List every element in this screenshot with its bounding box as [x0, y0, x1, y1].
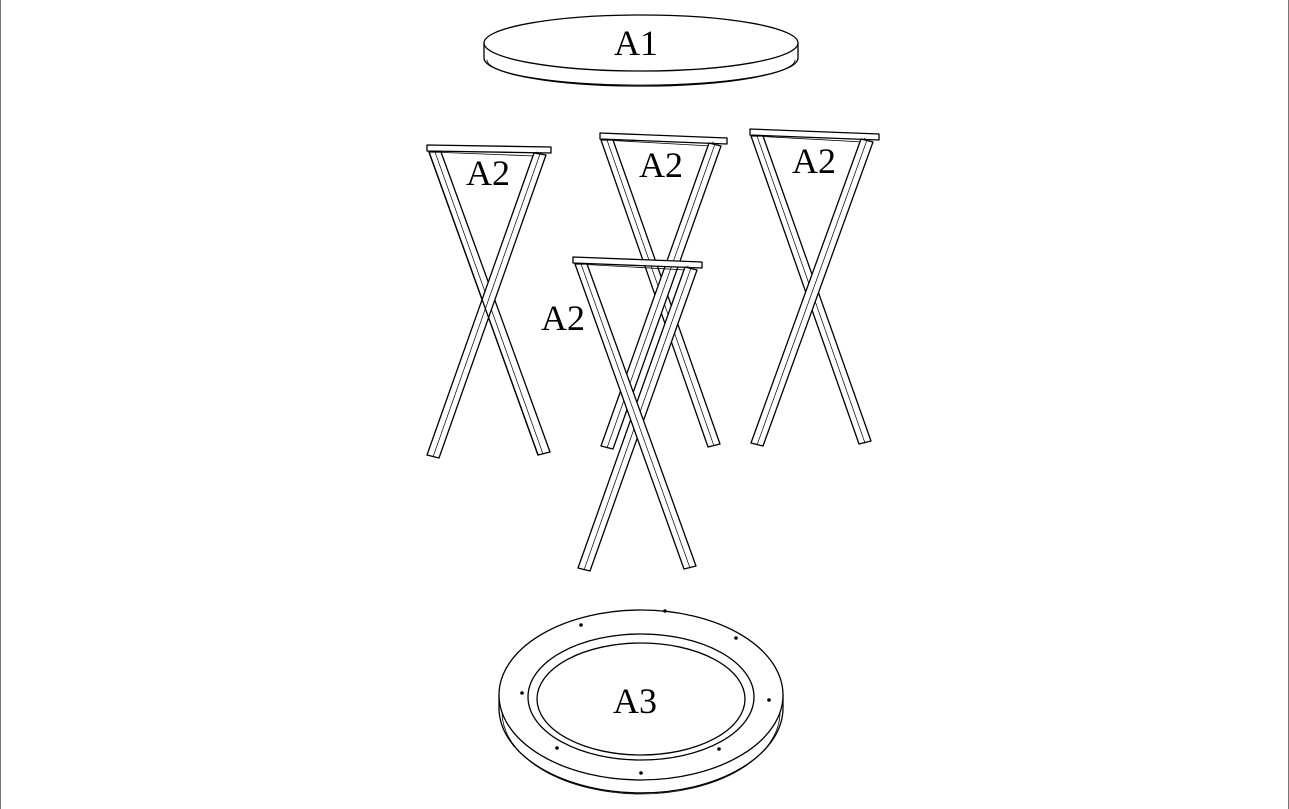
- label-a2-leg-1: A2: [466, 153, 510, 193]
- base-ring-holes: [520, 609, 771, 775]
- label-a2-leg-4: A2: [541, 298, 585, 338]
- part-a2-leg-2: [599, 132, 728, 450]
- label-a3: A3: [613, 681, 657, 721]
- part-a2-leg-3: [749, 128, 880, 447]
- part-a1-tabletop: [483, 14, 799, 87]
- label-a1: A1: [614, 23, 658, 63]
- part-a2-leg-1: [426, 144, 552, 459]
- label-a2-leg-3: A2: [792, 141, 836, 181]
- label-a2-leg-2: A2: [639, 145, 683, 185]
- part-a3-base-ring: [498, 609, 784, 795]
- part-a2-leg-4: [572, 256, 703, 572]
